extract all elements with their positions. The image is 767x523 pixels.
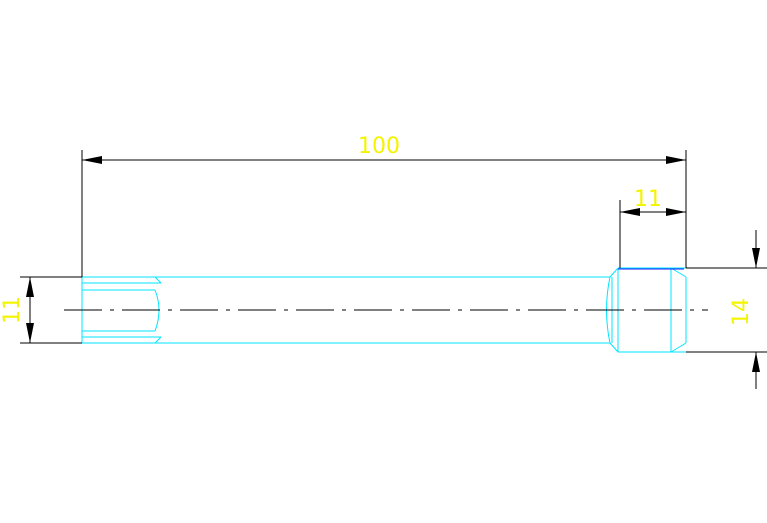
dim-text-overall-length: 100 (358, 134, 400, 159)
bore-top-chamfer (154, 276, 162, 284)
dim-100-arrow-left (82, 156, 102, 164)
dim-text-head-length: 11 (634, 187, 662, 212)
dim-11h-arrow-right (666, 208, 686, 216)
dimension-arrowheads (26, 156, 760, 372)
neck-top-chamfer (609, 267, 619, 278)
dim-14-arrow-bottom (752, 352, 760, 372)
dim-11v-arrow-top (26, 277, 34, 297)
dim-text-head-diameter: 14 (729, 298, 754, 326)
dim-text-shank-diameter: 11 (0, 296, 25, 324)
head-bottom-chamfer (670, 342, 687, 353)
dim-14-arrow-top (752, 248, 760, 268)
dim-11v-arrow-bottom (26, 323, 34, 343)
dim-100-arrow-right (666, 156, 686, 164)
bore-bottom-chamfer (154, 336, 162, 344)
dim-11h-arrow-left (620, 208, 640, 216)
dimension-texts: 100 11 11 14 (0, 134, 754, 326)
neck-bottom-chamfer (609, 342, 619, 353)
